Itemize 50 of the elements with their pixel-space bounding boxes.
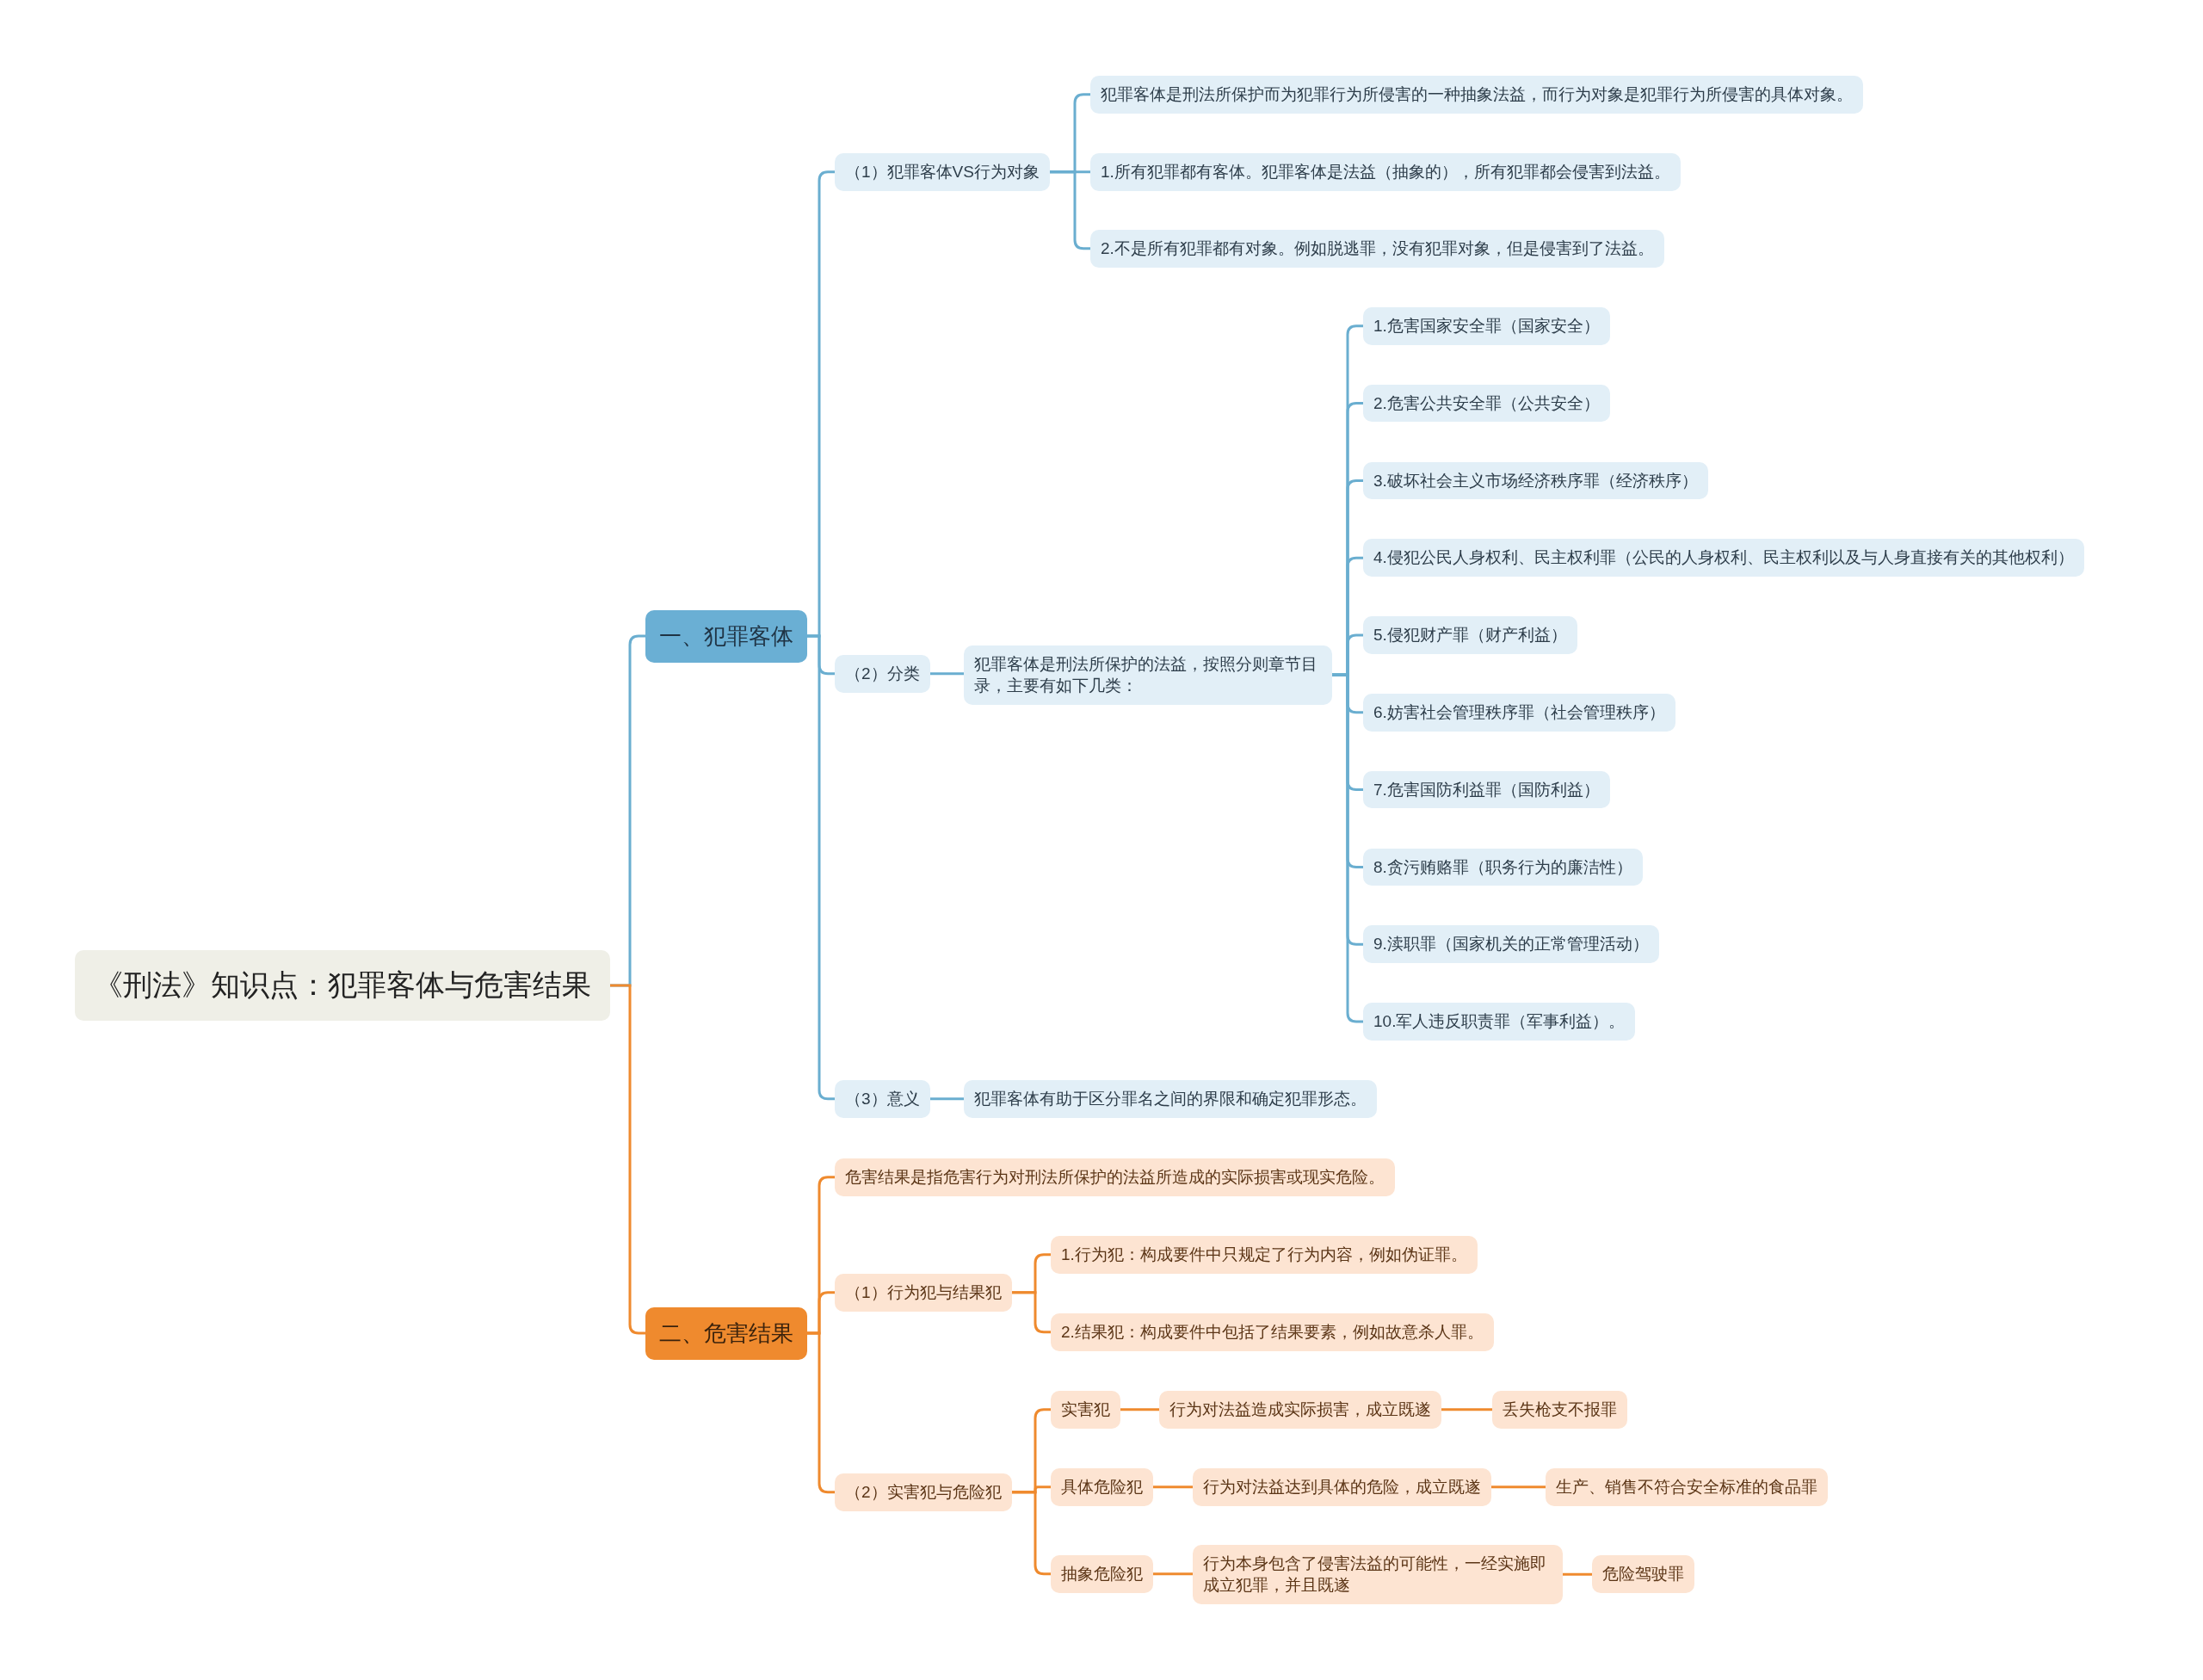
subtopic-box: 行为对法益达到具体的危险，成立既遂 [1193, 1468, 1491, 1506]
branch-topic: 二、危害结果 [645, 1306, 807, 1360]
subtopic-box: 犯罪客体是刑法所保护的法益，按照分则章节目录，主要有如下几类： [964, 645, 1332, 705]
subtopic-box: 10.军人违反职责罪（军事利益）。 [1363, 1003, 1636, 1041]
connector-line [1332, 673, 1363, 1023]
subtopic-box: （1）犯罪客体VS行为对象 [835, 153, 1050, 191]
subtopic-box: 2.危害公共安全罪（公共安全） [1363, 384, 1610, 423]
subtopic-box: 行为本身包含了侵害法益的可能性，一经实施即成立犯罪，并且既遂 [1193, 1544, 1563, 1604]
connector-line [1011, 1491, 1051, 1576]
subtopic-box: 4.侵犯公民人身权利、民主权利罪（公民的人身权利、民主权利以及与人身直接有关的其他权利） [1363, 539, 2084, 578]
connector-line [1563, 1572, 1592, 1576]
subtopic-box: （2）分类 [835, 655, 930, 693]
subtopic-box: 危险驾驶罪 [1592, 1555, 1694, 1593]
connector-line [1153, 1572, 1193, 1576]
connector-line [929, 672, 964, 676]
subtopic-box: 6.妨害社会管理秩序罪（社会管理秩序） [1363, 694, 1675, 732]
subtopic-box: 1.危害国家安全罪（国家安全） [1363, 307, 1610, 345]
subtopic-box: 具体危险犯 [1051, 1468, 1153, 1506]
connector-line [1491, 1485, 1546, 1489]
subtopic-box: 9.渎职罪（国家机关的正常管理活动） [1363, 925, 1659, 964]
connector-line [1441, 1408, 1492, 1411]
subtopic-box: 犯罪客体是刑法所保护而为犯罪行为所侵害的一种抽象法益，而行为对象是犯罪行为所侵害的具体对象。 [1090, 76, 1863, 114]
subtopic-box: 犯罪客体有助于区分罪名之间的界限和确定犯罪形态。 [964, 1080, 1377, 1118]
subtopic-box: 抽象危险犯 [1051, 1555, 1153, 1593]
connector-line [807, 1331, 835, 1494]
connector-line [929, 1097, 964, 1101]
subtopic-box: （3）意义 [835, 1080, 930, 1118]
subtopic-box: 2.结果犯：构成要件中包括了结果要素，例如故意杀人罪。 [1051, 1313, 1494, 1351]
subtopic-box: （2）实害犯与危险犯 [835, 1473, 1012, 1511]
connector-line [1120, 1408, 1159, 1411]
subtopic-box: 生产、销售不符合安全标准的食品罪 [1546, 1468, 1828, 1506]
connector-line [610, 984, 645, 1335]
subtopic-box: 8.贪污贿赂罪（职务行为的廉洁性） [1363, 848, 1643, 886]
connector-line [1011, 1291, 1051, 1334]
subtopic-box: 3.破坏社会主义市场经济秩序罪（经济秩序） [1363, 461, 1708, 500]
subtopic-box: 1.行为犯：构成要件中只规定了行为内容，例如伪证罪。 [1051, 1236, 1478, 1274]
subtopic-box: 实害犯 [1051, 1391, 1120, 1429]
subtopic-box: 2.不是所有犯罪都有对象。例如脱逃罪，没有犯罪对象，但是侵害到了法益。 [1090, 230, 1664, 268]
subtopic-box: 丢失枪支不报罪 [1492, 1391, 1627, 1429]
connector-line [807, 634, 835, 1101]
subtopic-box: 5.侵犯财产罪（财产利益） [1363, 616, 1577, 654]
branch-topic: 一、犯罪客体 [645, 609, 807, 663]
subtopic-box: （1）行为犯与结果犯 [835, 1274, 1012, 1312]
connector-line [1153, 1485, 1193, 1489]
subtopic-box: 7.危害国防利益罪（国防利益） [1363, 770, 1610, 809]
subtopic-box: 危害结果是指危害行为对刑法所保护的法益所造成的实际损害或现实危险。 [835, 1158, 1395, 1196]
subtopic-box: 1.所有犯罪都有客体。犯罪客体是法益（抽象的），所有犯罪都会侵害到法益。 [1090, 153, 1681, 191]
central-topic: 《刑法》知识点：犯罪客体与危害结果 [75, 950, 610, 1021]
subtopic-box: 行为对法益造成实际损害，成立既遂 [1159, 1391, 1441, 1429]
connector-line [1049, 170, 1090, 250]
